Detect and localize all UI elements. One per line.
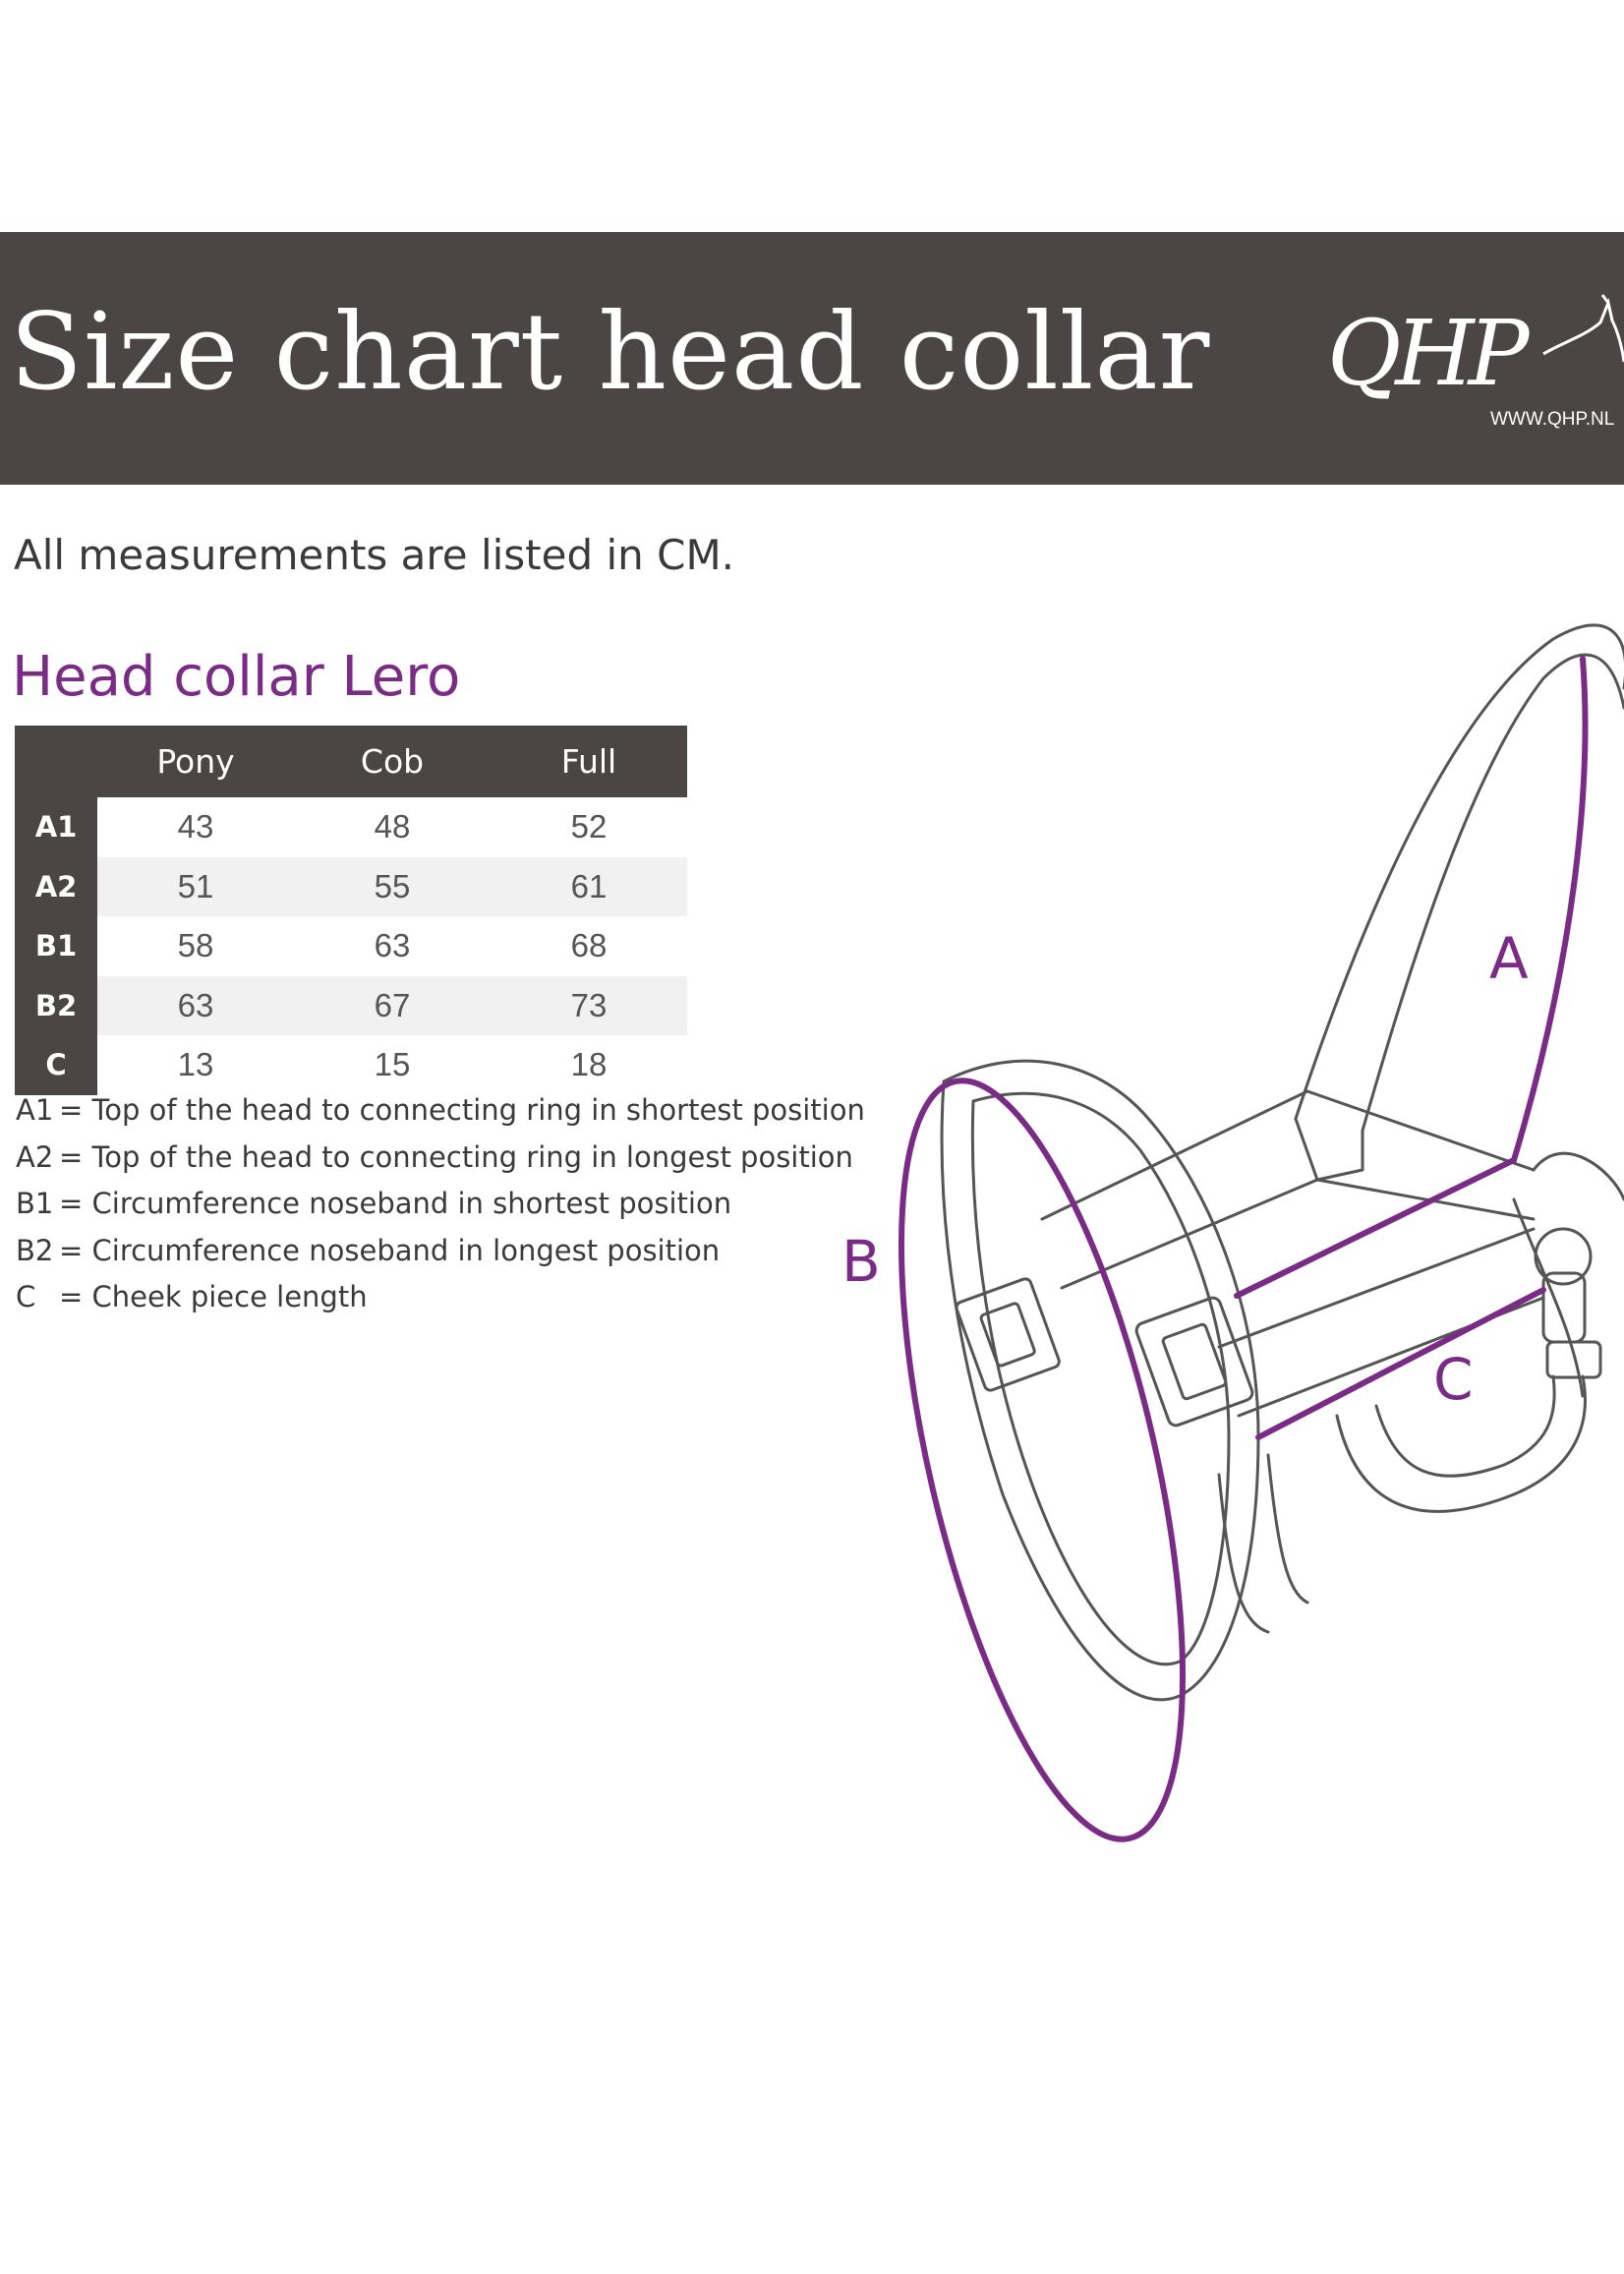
row-label: A2 [15,856,97,916]
table-row: C 13 15 18 [15,1035,687,1095]
legend-text: = Top of the head to connecting ring in … [59,1139,853,1174]
row-label: A1 [15,797,97,857]
legend-text: = Top of the head to connecting ring in … [59,1093,865,1127]
qhp-logo: QHP WWW.QHP.NL [1327,293,1624,431]
logo-url: WWW.QHP.NL [1490,409,1615,430]
measurement-lines [898,656,1589,1842]
size-table: Pony Cob Full A1 43 48 52 A2 51 55 61 B1… [15,726,687,1095]
horse-head-icon [1542,294,1624,363]
legend-key: C [16,1280,36,1313]
table-corner [15,726,97,797]
measurement-line-b [898,1078,1187,1842]
legend-text: = Circumference noseband in shortest pos… [59,1187,732,1220]
table-cell: 18 [570,1046,608,1083]
legend-key: B1 [16,1187,54,1220]
measurement-line-a [1234,656,1589,1299]
table-cell: 63 [97,975,294,1035]
row-label: C [15,1035,97,1095]
legend-key: B2 [16,1233,54,1267]
table-cell: 52 [570,808,608,845]
table-cell: 63 [374,927,411,964]
column-header-pony: Pony [97,726,294,797]
table-cell: 13 [177,1046,214,1083]
column-header-full: Full [491,726,687,797]
measurement-legend: A1= Top of the head to connecting ring i… [16,1093,865,1327]
table-cell: 51 [97,856,294,916]
measurement-note: All measurements are listed in CM. [14,531,735,579]
table-row: A1 43 48 52 [15,797,687,857]
label-c: C [1433,1346,1474,1413]
legend-key: A2 [16,1139,54,1174]
table-row: A2 51 55 61 [15,856,687,916]
legend-item: B2= Circumference noseband in longest po… [16,1234,865,1281]
table-cell: 15 [374,1046,411,1083]
label-b: B [841,1228,881,1295]
legend-item: A1= Top of the head to connecting ring i… [16,1093,865,1140]
table-cell: 58 [177,927,214,964]
measurement-line-c [1255,1287,1546,1440]
title-banner: Size chart head collar QHP WWW.QHP.NL [0,232,1624,485]
head-collar-outline [940,623,1624,1702]
column-header-cob: Cob [294,726,491,797]
row-label: B2 [15,975,97,1035]
legend-text: = Circumference noseband in longest posi… [59,1233,721,1267]
page-title: Size chart head collar [10,291,1211,414]
row-label: B1 [15,916,97,976]
table-cell: 68 [570,927,608,964]
table-cell: 48 [374,808,411,845]
table-cell: 73 [491,975,687,1035]
legend-text: = Cheek piece length [59,1280,368,1313]
table-cell: 61 [491,856,687,916]
table-cell: 67 [294,975,491,1035]
section-title: Head collar Lero [12,645,461,709]
legend-item: B1= Circumference noseband in shortest p… [16,1187,865,1234]
legend-item: C = Cheek piece length [16,1280,865,1327]
table-cell: 43 [177,808,214,845]
label-a: A [1489,925,1529,992]
legend-item: A2= Top of the head to connecting ring i… [16,1140,865,1188]
table-header-row: Pony Cob Full [15,726,687,797]
logo-wordmark: QHP [1327,301,1530,406]
legend-key: A1 [16,1093,54,1127]
table-row: B2 63 67 73 [15,975,687,1035]
table-cell: 55 [294,856,491,916]
table-row: B1 58 63 68 [15,916,687,976]
